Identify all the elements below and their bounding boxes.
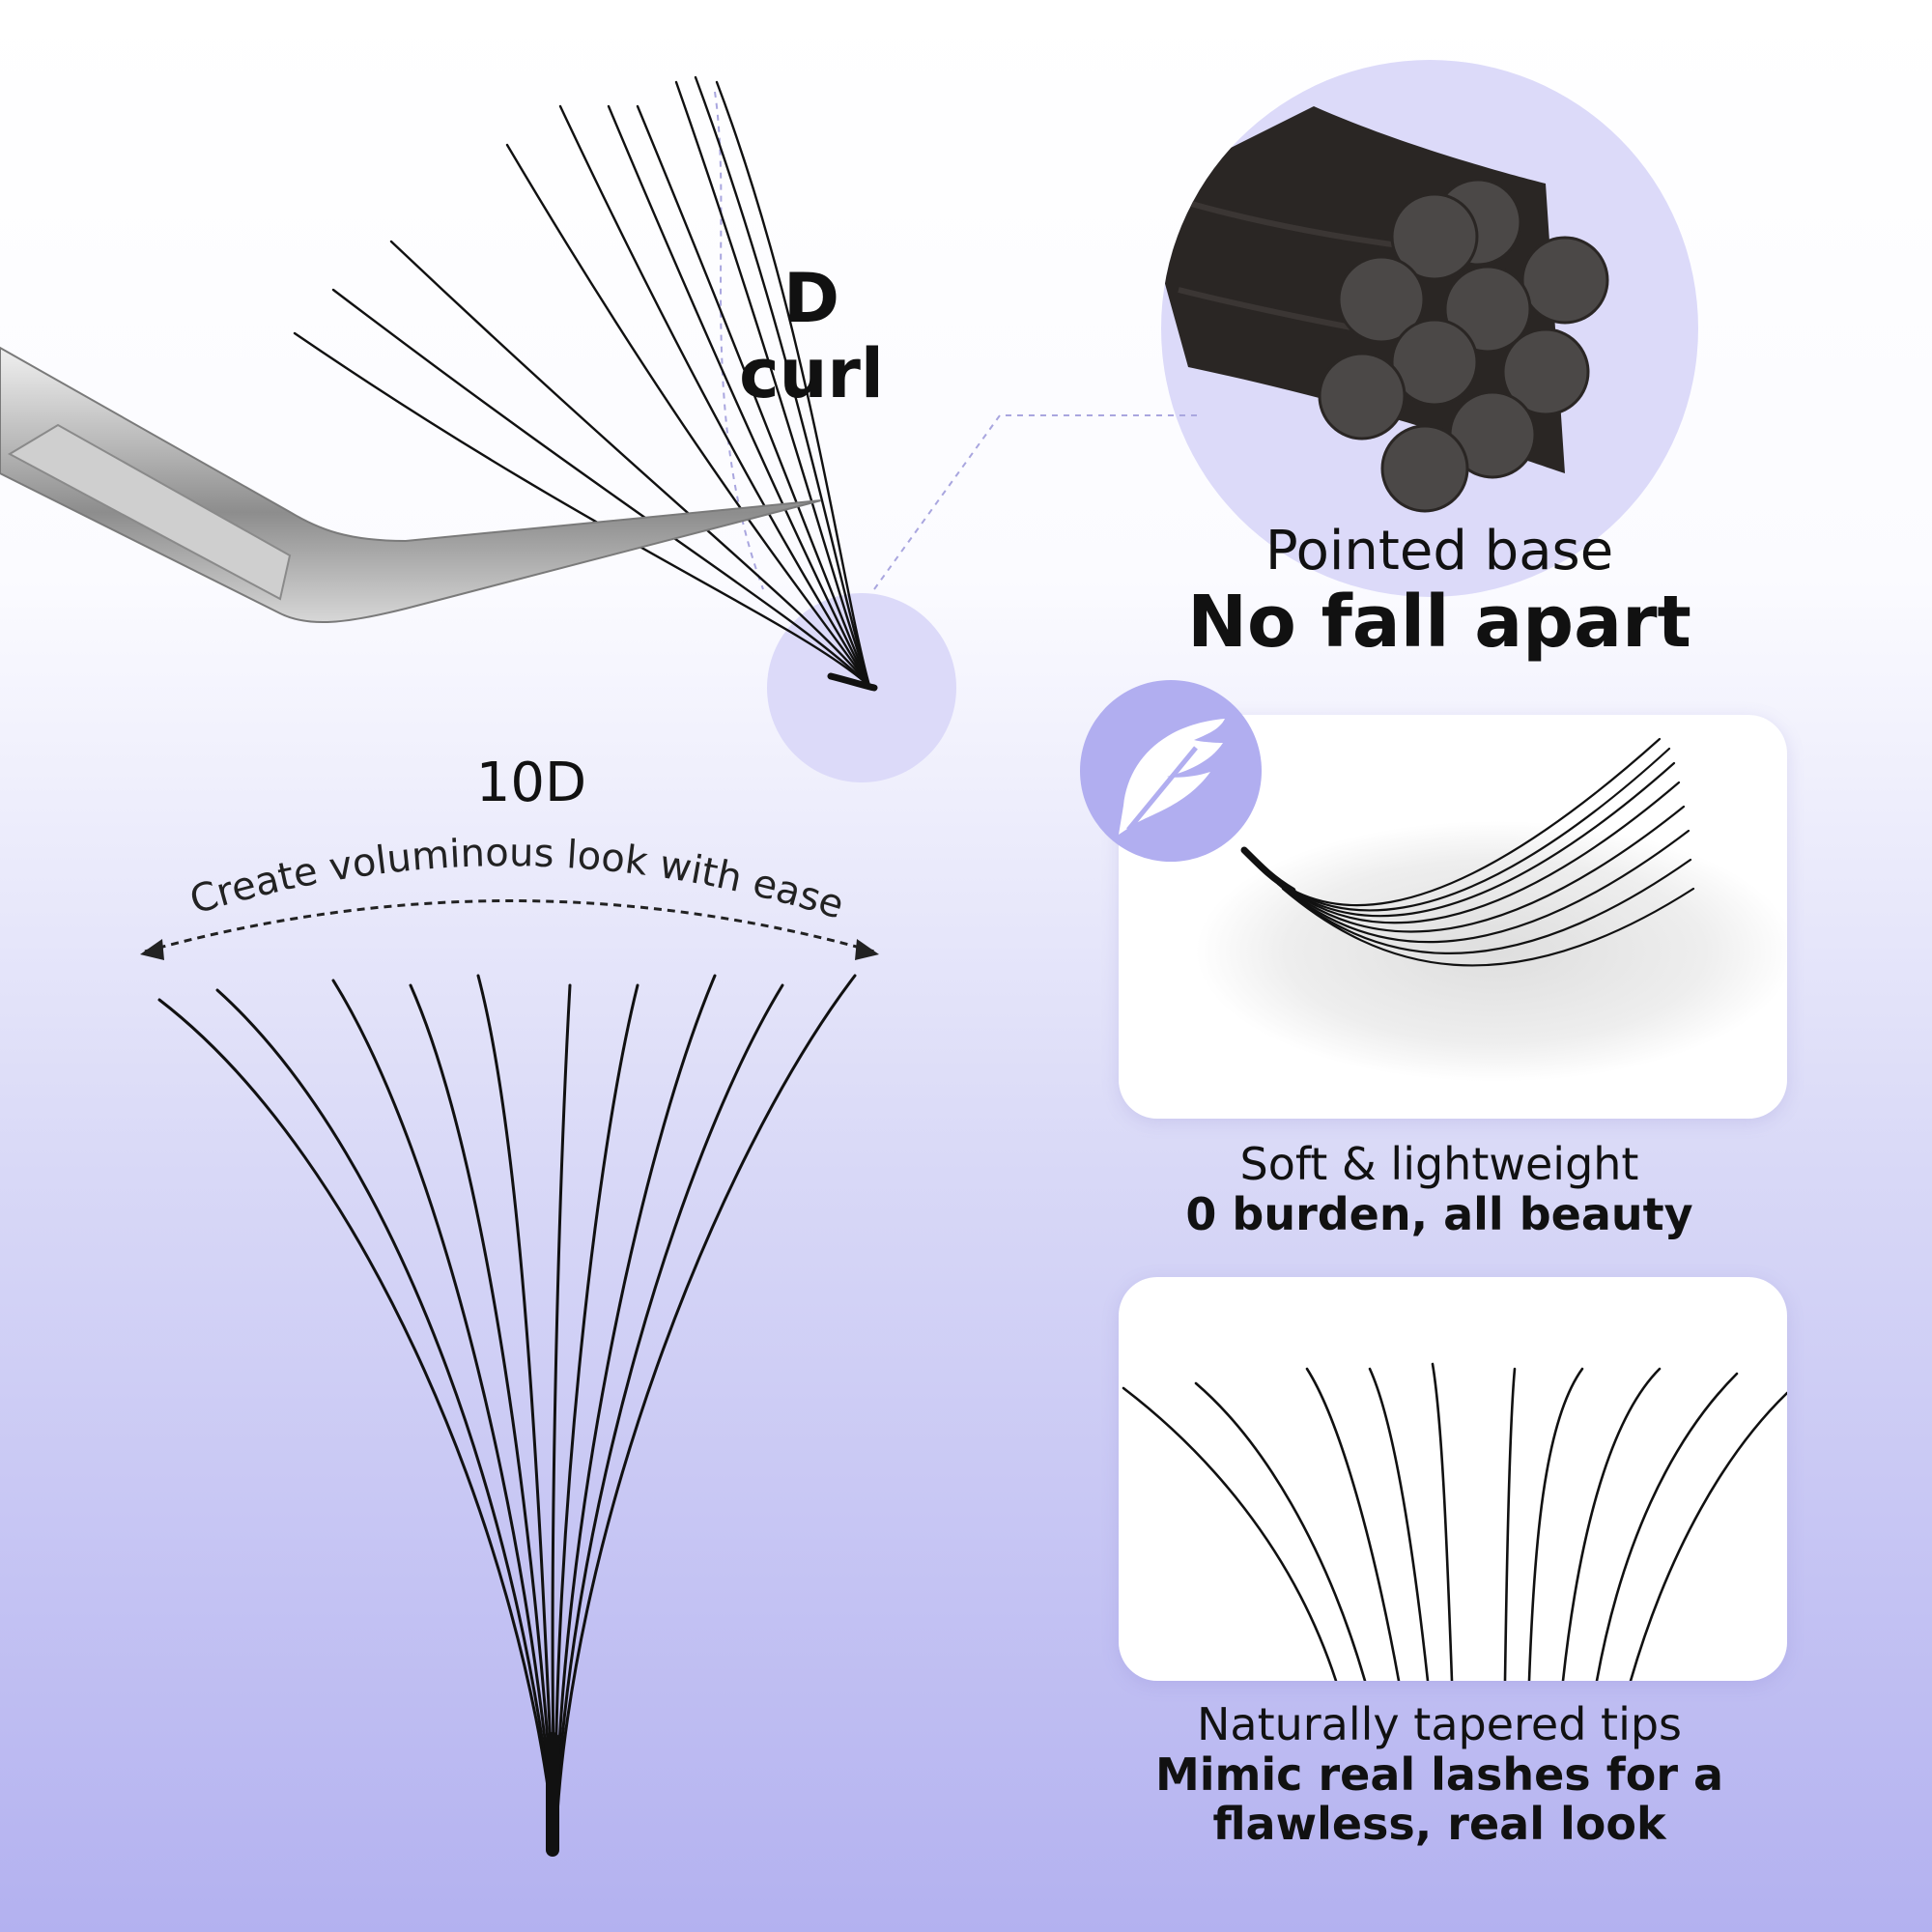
curl-type-letter: D [782,259,840,338]
taper-feature-title: Naturally tapered tips [1196,1698,1683,1750]
volume-lash-fan [157,974,857,1857]
taper-feature-headline-1: Mimic real lashes for a [1154,1747,1724,1801]
curl-type-word: curl [739,334,884,414]
volume-caption: Create voluminous look with ease [185,831,848,928]
fiber-bundle [1161,106,1609,513]
curl-type-label: D curl [696,261,927,412]
base-feature-title: Pointed base [1264,520,1614,582]
curl-lash-fan [293,75,878,692]
feather-lash-illustration [1196,737,1787,1082]
soft-feature-label: Soft & lightweight 0 burden, all beauty [1121,1138,1758,1240]
tweezers-icon [0,346,822,624]
taper-feature-card [1119,1277,1787,1681]
base-feature-label: Pointed base No fall apart [1140,520,1739,664]
volume-arc-arrow [144,899,875,953]
taper-feature-headline-2: flawless, real look [1212,1798,1666,1851]
tapered-lash-illustration [1122,1362,1787,1681]
taper-feature-label: Naturally tapered tips Mimic real lashes… [1101,1698,1777,1851]
base-feature-headline: No fall apart [1187,580,1691,664]
feather-badge [1080,680,1262,862]
feather-icon [1119,719,1225,835]
connector-line [873,414,1198,590]
soft-feature-title: Soft & lightweight [1239,1138,1639,1190]
soft-feature-headline: 0 burden, all beauty [1185,1187,1693,1240]
volume-count-label: 10D [475,752,587,814]
